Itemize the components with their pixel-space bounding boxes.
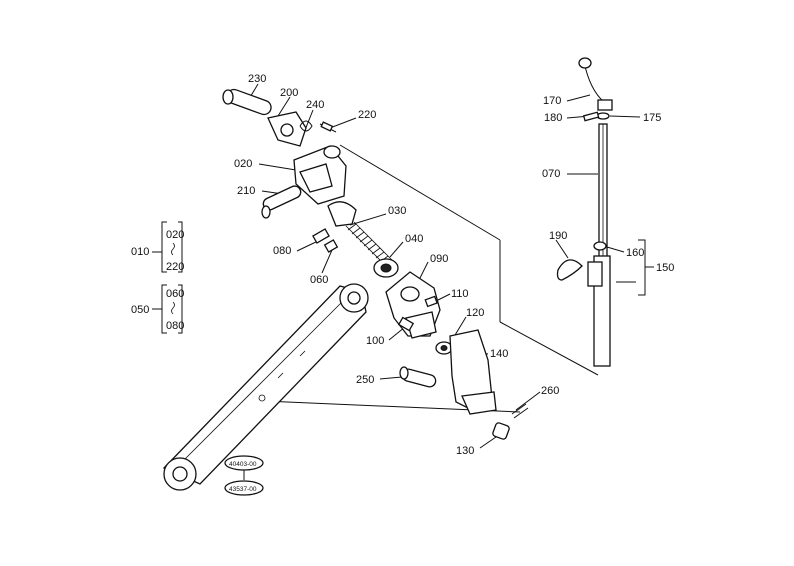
label-030: 030 xyxy=(388,205,406,217)
rod-end-020 xyxy=(293,145,347,205)
group-050-ref: 050 xyxy=(131,304,149,316)
label-070: 070 xyxy=(542,168,560,180)
link-200 xyxy=(267,111,307,147)
label-160: 160 xyxy=(626,247,644,259)
label-180: 180 xyxy=(544,112,562,124)
group-010: 010 020 220 xyxy=(131,229,184,273)
label-175: 175 xyxy=(643,112,661,124)
label-080: 080 xyxy=(273,245,291,257)
label-100: 100 xyxy=(366,335,384,347)
clip-240 xyxy=(299,120,313,132)
washer-120 xyxy=(435,341,453,355)
group-050: 050 060 080 xyxy=(131,288,184,332)
grease-nipple-110 xyxy=(424,295,438,308)
label-220: 220 xyxy=(358,109,376,121)
label-130: 130 xyxy=(456,445,474,457)
housing-090 xyxy=(385,271,441,339)
pin-250 xyxy=(399,366,437,388)
pin-210 xyxy=(261,185,302,219)
group-010-to: 220 xyxy=(166,261,184,273)
lower-link-arm xyxy=(162,283,369,491)
group-050-to: 080 xyxy=(166,320,184,332)
label-240: 240 xyxy=(306,99,324,111)
nut-130 xyxy=(492,422,510,440)
label-120: 120 xyxy=(466,307,484,319)
label-230: 230 xyxy=(248,73,266,85)
code-bottom: 43537-00 xyxy=(229,486,257,493)
label-060: 060 xyxy=(310,274,328,286)
label-110: 110 xyxy=(451,288,469,300)
label-150: 150 xyxy=(656,262,674,274)
label-190: 190 xyxy=(549,230,567,242)
part-labels: 230 200 240 220 020 210 030 080 060 040 … xyxy=(234,73,674,457)
label-140: 140 xyxy=(490,348,508,360)
group-010-ref: 010 xyxy=(131,246,149,258)
label-250: 250 xyxy=(356,374,374,386)
pin-220 xyxy=(319,121,337,133)
label-040: 040 xyxy=(405,233,423,245)
label-020: 020 xyxy=(234,158,252,170)
spring-pin-260 xyxy=(511,403,529,419)
label-170: 170 xyxy=(543,95,561,107)
group-brackets xyxy=(152,221,183,334)
code-references: 40403-00 43537-00 xyxy=(224,455,264,496)
label-260: 260 xyxy=(541,385,559,397)
lever-assembly xyxy=(556,57,613,367)
label-090: 090 xyxy=(430,253,448,265)
nut-040 xyxy=(373,258,399,278)
label-210: 210 xyxy=(237,185,255,197)
nut-060 xyxy=(323,239,339,253)
code-top: 40403-00 xyxy=(229,461,257,468)
lower-yoke xyxy=(449,329,497,415)
screw-100 xyxy=(397,316,415,332)
pin-230 xyxy=(222,88,272,116)
screw-030 xyxy=(327,201,393,265)
group-050-from: 060 xyxy=(166,288,184,300)
grease-nipple-080 xyxy=(312,228,330,244)
group-010-from: 020 xyxy=(166,229,184,241)
bracket-150 xyxy=(638,239,654,296)
label-200: 200 xyxy=(280,87,298,99)
